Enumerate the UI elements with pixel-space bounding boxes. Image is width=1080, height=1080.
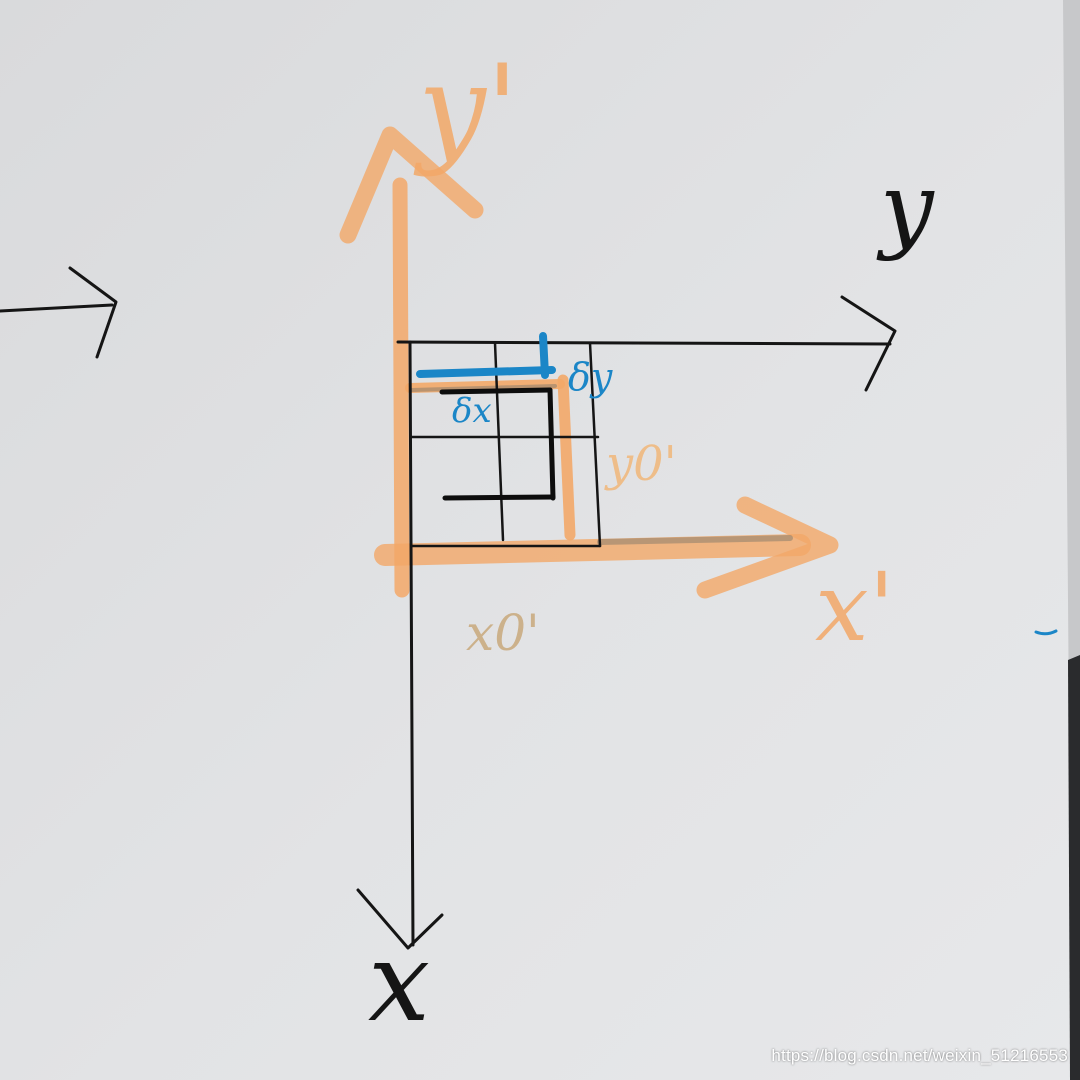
delta-y-stroke [539,332,549,379]
label-y0-prime: y0' [604,436,677,492]
label-x0-prime: x0' [466,604,540,662]
pixel-grid [410,341,602,548]
label-y: y [876,153,935,263]
label-y-prime: y' [413,40,519,179]
highlight-cell-top [439,387,553,395]
x-prime-arrowhead [696,496,839,599]
y-prime-axis-line [392,177,410,598]
delta-x-stroke [416,366,556,378]
grid-vline-1 [493,341,505,542]
y-axis-line [396,340,892,346]
highlight-cell-bottom [442,494,556,501]
y0-prime-offset-line [557,374,576,541]
blue-mark [1034,629,1058,636]
left-arrowhead [68,266,118,359]
backdrop-dark [1068,655,1080,1080]
y-axis-arrowhead [840,295,897,392]
label-x: x [368,918,430,1046]
x-prime-axis-line [374,534,811,566]
highlight-cell [439,387,556,501]
tan-strokes [410,384,793,545]
tan-top-overlay [410,384,557,392]
label-delta-x: δx [452,391,492,431]
label-x-prime: x' [815,553,895,663]
left-arrow-line [0,303,114,313]
original-axes [0,266,897,950]
delta-strokes [416,332,556,379]
tan-x-axis-overlay [597,535,793,545]
x-axis-line [408,340,415,947]
x-axis-arrowhead [356,888,444,950]
label-delta-y: δy [568,355,613,399]
grid-vline-2 [588,341,602,548]
highlight-cell-right [547,387,556,501]
watermark-url: https://blog.csdn.net/weixin_51216553 [771,1046,1068,1065]
y-prime-arrowhead [339,126,484,244]
